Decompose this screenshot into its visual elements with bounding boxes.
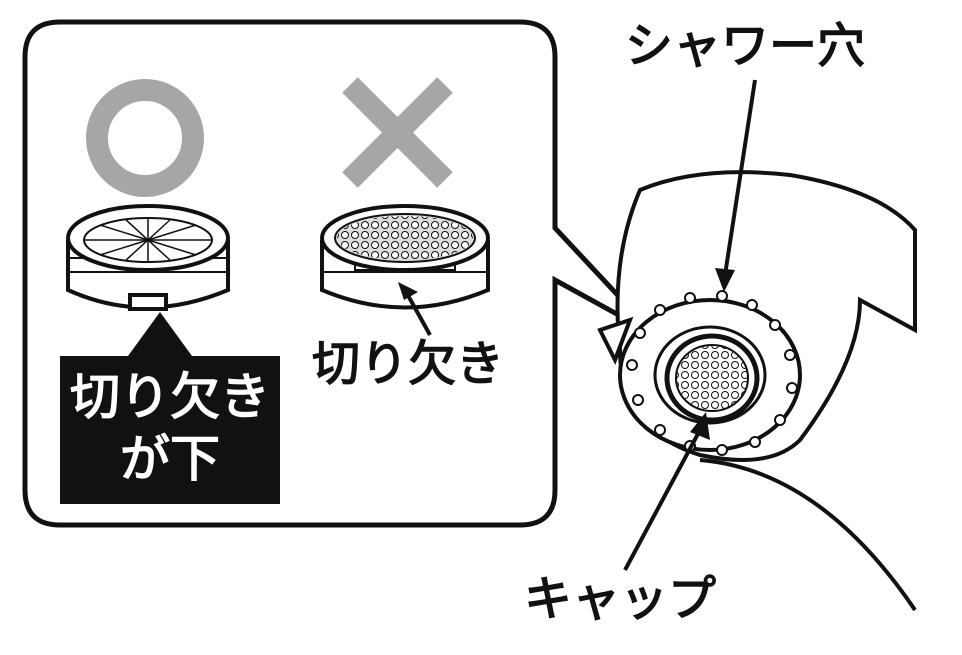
shower-holes-label: シャワー穴: [625, 18, 866, 74]
cap-label: キャップ: [524, 571, 717, 627]
cap-leader: [623, 429, 702, 571]
shower-holes-leader: [723, 79, 757, 276]
pointer-arrow: [128, 312, 192, 356]
notch-label: 切り欠き: [312, 336, 505, 392]
correct-circle-icon: [86, 79, 204, 197]
faucet: [597, 170, 917, 612]
cap-correct-orientation: [66, 204, 230, 311]
notch-arrow: [403, 289, 432, 336]
cap-wrong-orientation: [320, 204, 490, 310]
wrong-cross-icon: [342, 77, 453, 188]
notch-down-badge: 切り欠き が下: [60, 356, 280, 504]
badge-line-2: が下: [120, 430, 220, 488]
badge-line-1: 切り欠き: [70, 368, 270, 426]
